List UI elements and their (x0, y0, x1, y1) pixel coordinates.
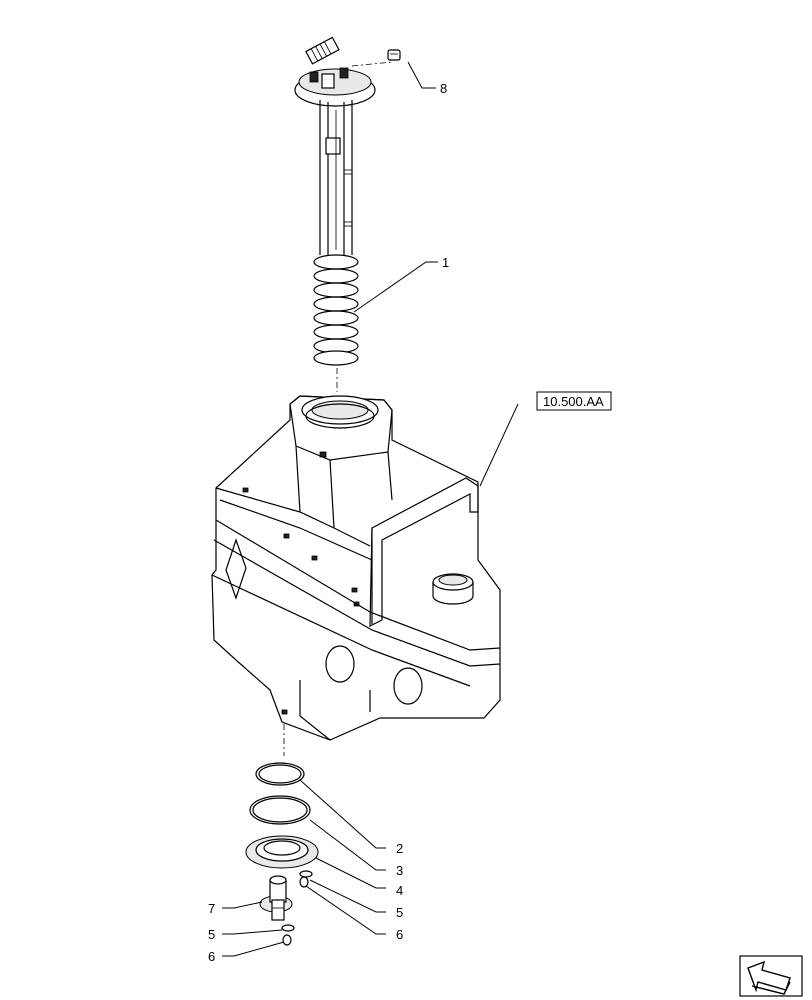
o-ring-small (255, 762, 305, 786)
callout-6-right: 6 (396, 927, 403, 942)
callout-2: 2 (396, 841, 403, 856)
callout-1: 1 (442, 255, 449, 270)
callout-3: 3 (396, 863, 403, 878)
gasket-flange (245, 835, 319, 869)
reference-box[interactable]: 10.500.AA (536, 391, 612, 411)
callout-5-left: 5 (208, 927, 215, 942)
callout-lines (222, 61, 519, 957)
washer-upper (299, 870, 313, 888)
callout-4: 4 (396, 883, 403, 898)
callout-6-left: 6 (208, 949, 215, 964)
clip-part-8 (387, 49, 401, 61)
drain-valve (259, 875, 293, 921)
fuel-tank (211, 395, 501, 756)
callout-7: 7 (208, 901, 215, 916)
reference-label: 10.500.AA (543, 394, 604, 409)
washer-lower (281, 924, 295, 946)
arrow-icon[interactable] (739, 955, 803, 997)
callout-5-right: 5 (396, 905, 403, 920)
fuel-level-sender (294, 36, 393, 392)
callout-8: 8 (440, 81, 447, 96)
o-ring-large (249, 795, 311, 825)
